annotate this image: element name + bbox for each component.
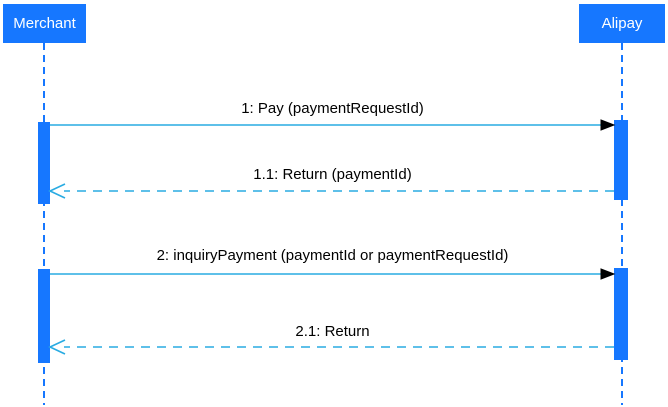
actor-box-merchant: Merchant [3, 4, 86, 43]
message-label-2: 2: inquiryPayment (paymentId or paymentR… [156, 247, 509, 264]
actor-label-alipay: Alipay [601, 15, 643, 32]
alipay-activation-bar-1 [614, 120, 628, 200]
message-label-1-1: 1.1: Return (paymentId) [253, 166, 412, 183]
message-label-2-1: 2.1: Return [295, 323, 370, 340]
message-arrowhead-2-1 [48, 339, 66, 355]
message-label-1: 1: Pay (paymentRequestId) [241, 100, 424, 117]
message-arrowhead-2 [600, 268, 616, 280]
message-arrowhead-1-1 [48, 183, 66, 199]
merchant-activation-bar-2 [38, 269, 50, 363]
actor-label-merchant: Merchant [13, 15, 76, 32]
merchant-activation-bar-1 [38, 122, 50, 204]
alipay-activation-bar-2 [614, 268, 628, 360]
actor-box-alipay: Alipay [579, 4, 665, 43]
message-arrowhead-1 [600, 119, 616, 131]
